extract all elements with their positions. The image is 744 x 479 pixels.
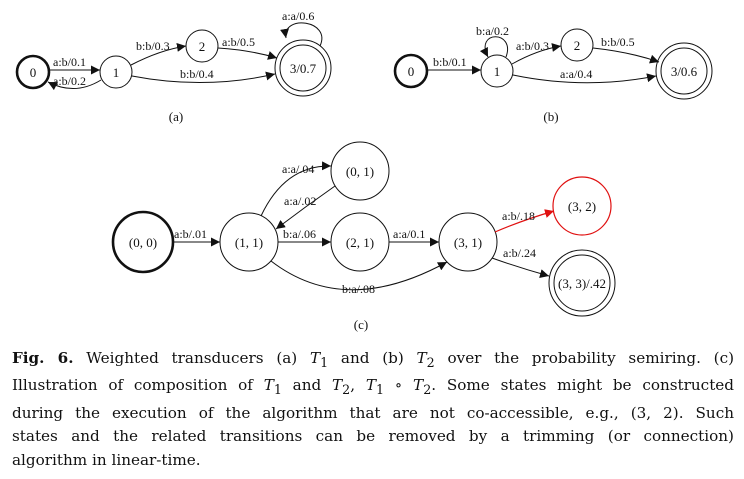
state-b-0: 0 <box>393 53 429 89</box>
svg-text:(3, 3)/.42: (3, 3)/.42 <box>558 276 606 291</box>
svg-text:(0, 0): (0, 0) <box>129 235 157 250</box>
arc-label-a-1-2: b:b/0.3 <box>136 39 170 53</box>
arc-label-b-0-1: b:b/0.1 <box>433 55 467 69</box>
svg-text:2: 2 <box>574 38 581 53</box>
arc-label-a-2-3: a:b/0.5 <box>222 35 255 49</box>
svg-text:3/0.7: 3/0.7 <box>290 61 317 76</box>
arc-a-1-0 <box>47 79 102 91</box>
arc-b-2-3 <box>592 47 660 64</box>
arc-label-b-2-3: b:b/0.5 <box>601 35 635 49</box>
svg-text:(3, 2): (3, 2) <box>568 199 596 214</box>
arc-label-c-21-31: a:a/0.1 <box>393 227 425 241</box>
arc-c-31-33 <box>491 257 550 278</box>
caption-line-4: states and the related transitions can b… <box>12 427 734 446</box>
arc-label-b-1-2: a:b/0.3 <box>516 39 549 53</box>
panel-b: 0 1 2 3/0.6 b:b/0.1 b:a/0.2 a:b/0.3 a:a/… <box>393 24 713 124</box>
state-c-3-3-final: (3, 3)/.42 <box>548 249 616 317</box>
state-a-3-final: 3/0.7 <box>274 39 332 97</box>
arc-b-1-loop <box>479 36 509 58</box>
state-c-3-1: (3, 1) <box>438 212 498 272</box>
state-b-1: 1 <box>480 54 514 88</box>
svg-text:1: 1 <box>113 65 120 80</box>
caption-line-2: Illustration of composition of T1 and T2… <box>12 376 735 398</box>
arc-label-c-11-31: b:a/.08 <box>342 282 375 296</box>
state-b-2: 2 <box>560 28 594 62</box>
arc-label-a-0-1: a:b/0.1 <box>53 55 86 69</box>
arc-a-1-2 <box>130 42 187 66</box>
arc-label-c-31-33: a:b/.24 <box>503 246 536 260</box>
svg-text:(3, 1): (3, 1) <box>454 235 482 250</box>
caption-line-3: during the execution of the algorithm th… <box>12 403 734 422</box>
svg-text:1: 1 <box>494 64 501 79</box>
state-c-3-2-highlighted: (3, 2) <box>552 176 612 236</box>
arc-c-31-32 <box>494 209 555 233</box>
caption-line-1: Fig. 6. Weighted transducers (a) T1 and … <box>12 349 734 371</box>
arc-a-2-3 <box>217 47 278 60</box>
state-b-3-final: 3/0.6 <box>655 42 713 100</box>
arc-label-b-1-loop: b:a/0.2 <box>476 24 509 38</box>
figure-caption: Fig. 6. Weighted transducers (a) T1 and … <box>12 347 734 472</box>
arc-label-c-00-11: a:b/.01 <box>174 227 207 241</box>
svg-text:3/0.6: 3/0.6 <box>671 64 698 79</box>
caption-label: Fig. 6. <box>12 349 74 367</box>
panel-c: (0, 0) (1, 1) (0, 1) (2, 1) (3, 1) (3, 2… <box>111 141 616 332</box>
panel-b-label: (b) <box>543 109 558 124</box>
svg-text:0: 0 <box>408 64 415 79</box>
caption-line-5: algorithm in linear-time. <box>12 450 201 469</box>
state-a-1: 1 <box>99 55 133 89</box>
figure-6: 0 1 2 3/0.7 a:b/0.1 a:b/0.2 b:b/0.3 b:b/… <box>15 9 713 332</box>
panel-c-label: (c) <box>354 317 368 332</box>
arc-a-3-loop <box>280 22 323 47</box>
arc-c-11-01 <box>260 161 332 217</box>
svg-text:(2, 1): (2, 1) <box>346 235 374 250</box>
arc-b-1-3 <box>512 73 657 84</box>
arc-label-a-1-0: a:b/0.2 <box>53 74 86 88</box>
state-c-1-1: (1, 1) <box>219 212 279 272</box>
arc-label-c-11-01: a:a/.04 <box>282 162 314 176</box>
state-c-0-1: (0, 1) <box>330 141 390 201</box>
state-a-2: 2 <box>185 29 219 63</box>
arc-a-1-3 <box>131 71 276 84</box>
panel-a: 0 1 2 3/0.7 a:b/0.1 a:b/0.2 b:b/0.3 b:b/… <box>15 9 332 124</box>
svg-text:(0, 1): (0, 1) <box>346 164 374 179</box>
arc-c-01-11 <box>275 185 336 230</box>
state-c-2-1: (2, 1) <box>330 212 390 272</box>
arc-label-b-1-3: a:a/0.4 <box>560 67 592 81</box>
arc-c-11-31 <box>270 260 448 291</box>
state-a-0: 0 <box>15 54 51 90</box>
arc-b-1-2 <box>511 43 562 65</box>
svg-text:(1, 1): (1, 1) <box>235 235 263 250</box>
panel-a-label: (a) <box>169 109 183 124</box>
arc-label-c-31-32: a:b/.18 <box>502 209 535 223</box>
arc-label-a-3-loop: a:a/0.6 <box>282 9 314 23</box>
svg-text:0: 0 <box>30 65 37 80</box>
arc-label-a-1-3: b:b/0.4 <box>180 67 214 81</box>
arc-label-c-11-21: b:a/.06 <box>283 227 316 241</box>
state-c-0-0: (0, 0) <box>111 210 175 274</box>
svg-text:2: 2 <box>199 39 206 54</box>
arc-label-c-01-11: a:a/.02 <box>284 194 316 208</box>
